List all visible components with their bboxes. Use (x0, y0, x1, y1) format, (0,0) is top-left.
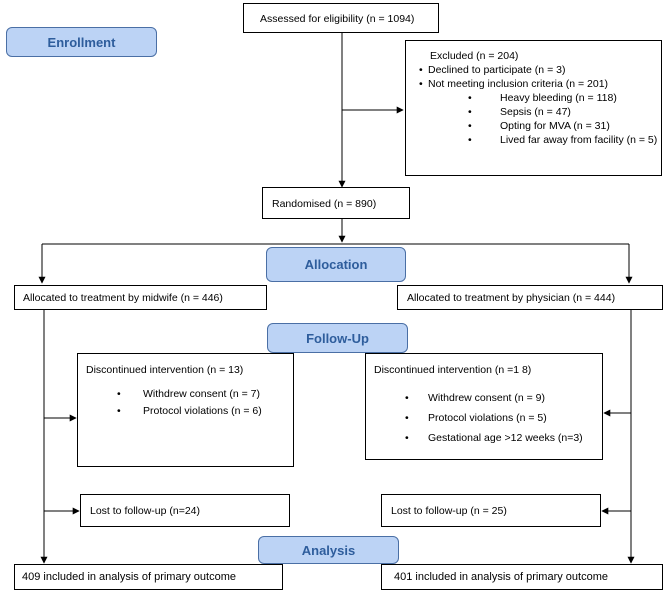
list-item: Declined to participate (n = 3) (416, 63, 661, 77)
lost-left-text: Lost to follow-up (n=24) (90, 505, 201, 517)
list-item: Not meeting inclusion criteria (n = 201) (416, 77, 661, 91)
stage-allocation: Allocation (266, 247, 406, 282)
assessed-text: Assessed for eligibility (n = 1094) (260, 13, 415, 25)
list-item: Gestational age >12 weeks (n=3) (374, 431, 602, 445)
excluded-list: Declined to participate (n = 3) Not meet… (416, 63, 661, 91)
list-item: Heavy bleeding (n = 118) (416, 91, 661, 105)
analysis-right-box: 401 included in analysis of primary outc… (381, 564, 663, 590)
stage-followup: Follow-Up (267, 323, 408, 353)
lost-left-box: Lost to follow-up (n=24) (80, 494, 290, 527)
list-item: Protocol violations (n = 6) (86, 404, 293, 418)
analysis-left-box: 409 included in analysis of primary outc… (14, 564, 283, 590)
excluded-sublist: Heavy bleeding (n = 118) Sepsis (n = 47)… (416, 91, 661, 147)
list-item: Withdrew consent (n = 7) (86, 387, 293, 401)
randomised-box: Randomised (n = 890) (262, 187, 410, 219)
excluded-box: Excluded (n = 204) Declined to participa… (405, 40, 662, 176)
list-item: Protocol violations (n = 5) (374, 411, 602, 425)
assessed-box: Assessed for eligibility (n = 1094) (243, 3, 439, 33)
alloc-midwife-text: Allocated to treatment by midwife (n = 4… (23, 292, 223, 304)
discontinued-right-title: Discontinued intervention (n =1 8) (374, 364, 532, 376)
lost-right-text: Lost to follow-up (n = 25) (391, 505, 507, 517)
analysis-left-text: 409 included in analysis of primary outc… (22, 571, 237, 583)
stage-analysis: Analysis (258, 536, 399, 564)
excluded-title: Excluded (n = 204) (430, 50, 519, 62)
list-item: Sepsis (n = 47) (416, 105, 661, 119)
list-item: Opting for MVA (n = 31) (416, 119, 661, 133)
discontinued-right-list: Withdrew consent (n = 9) Protocol violat… (374, 391, 602, 445)
alloc-physician-text: Allocated to treatment by physician (n =… (407, 292, 616, 304)
stage-enrollment: Enrollment (6, 27, 157, 57)
discontinued-right-box: Discontinued intervention (n =1 8) Withd… (365, 353, 603, 460)
alloc-physician-box: Allocated to treatment by physician (n =… (397, 285, 663, 310)
randomised-text: Randomised (n = 890) (272, 198, 377, 210)
discontinued-left-title: Discontinued intervention (n = 13) (86, 364, 244, 376)
list-item: Lived far away from facility (n = 5) (416, 133, 661, 147)
discontinued-left-box: Discontinued intervention (n = 13) Withd… (77, 353, 294, 467)
discontinued-left-list: Withdrew consent (n = 7) Protocol violat… (86, 387, 293, 418)
alloc-midwife-box: Allocated to treatment by midwife (n = 4… (14, 285, 267, 310)
list-item: Withdrew consent (n = 9) (374, 391, 602, 405)
analysis-right-text: 401 included in analysis of primary outc… (394, 571, 609, 583)
lost-right-box: Lost to follow-up (n = 25) (381, 494, 601, 527)
